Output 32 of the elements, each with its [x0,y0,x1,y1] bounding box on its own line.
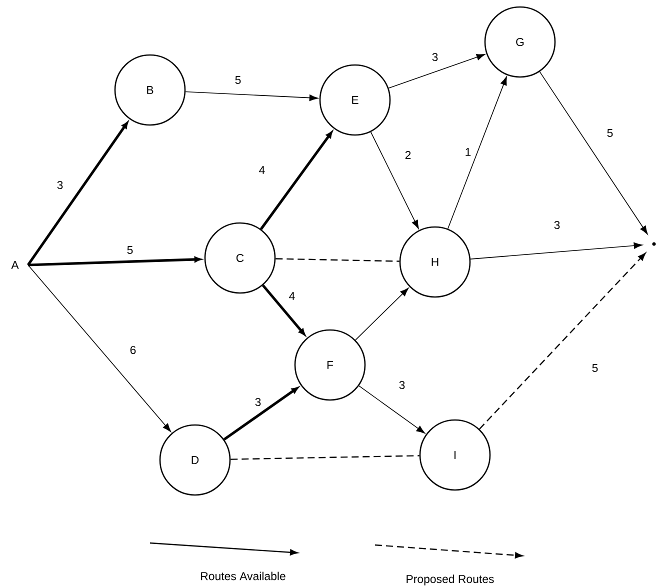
arrow [447,76,507,230]
edge-label: 5 [234,75,242,85]
edge-label: 2 [404,150,412,160]
edge-label: 5 [606,128,614,138]
edge-label: 1 [464,147,472,157]
legend-label: Proposed Routes [406,574,494,586]
edge-label: 3 [430,52,440,62]
edge-label: 4 [258,165,266,175]
arrow [355,288,409,340]
arrow [262,284,306,336]
edge-label: 6 [128,344,138,356]
edge-label: 3 [56,180,64,190]
arrow [479,252,646,430]
edge-label: 4 [288,291,296,301]
arrow [370,132,419,229]
edge-label: 3 [254,396,262,408]
arrow [539,71,648,234]
node-label: A [11,261,19,269]
edge-label: 3 [398,380,406,390]
legend-label: Routes Available [201,572,286,580]
arrow [28,264,172,432]
arrow [260,131,332,230]
arrow [470,242,642,260]
end-point [652,242,656,246]
edge-label: 5 [590,363,600,373]
arrow [26,122,128,266]
arrow [358,385,426,434]
edge-label: 5 [126,245,134,255]
arrow [185,91,318,102]
arrow [223,387,298,441]
edge-label: 3 [552,220,562,230]
arrow [388,54,486,89]
